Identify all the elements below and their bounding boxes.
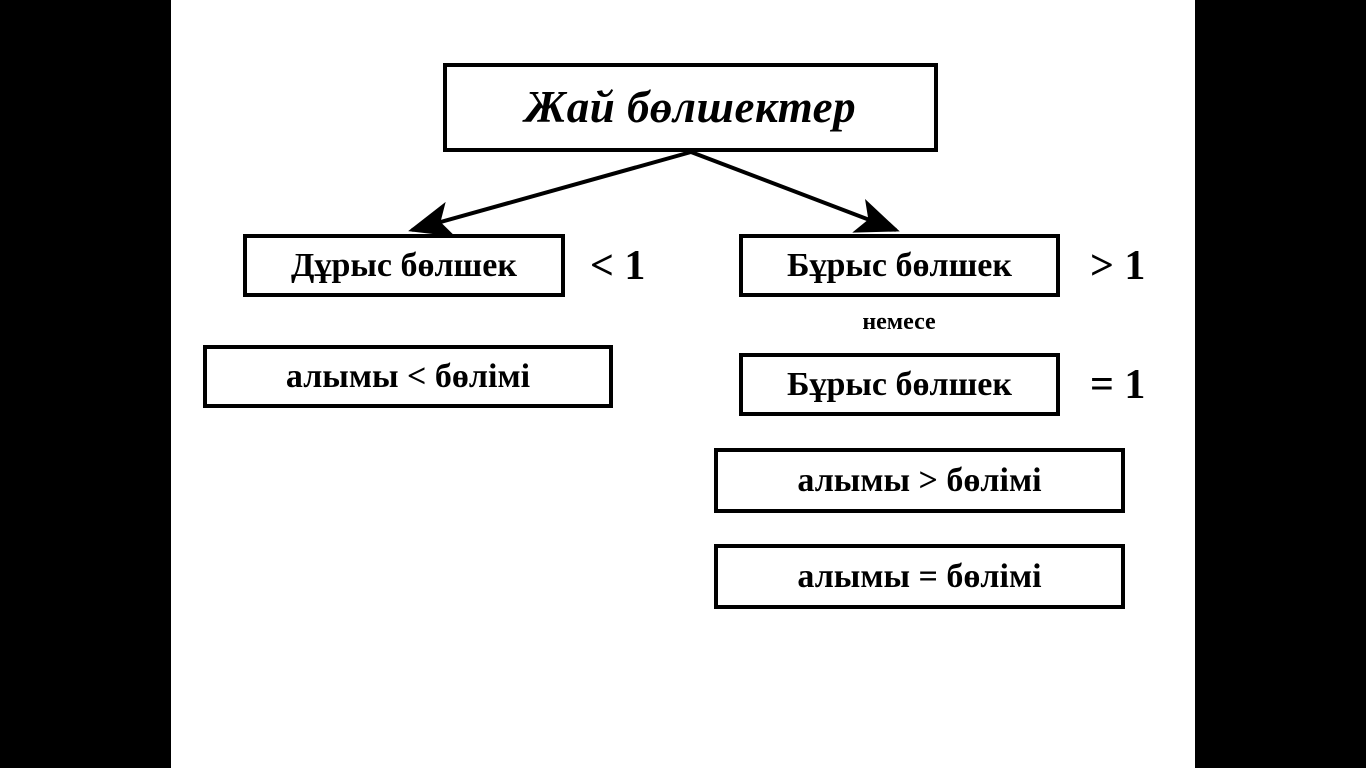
rule-proper-fraction-numerator-lt-denominator: алымы < бөлімі [203,345,613,408]
relation-proper-fraction-lt-one: < 1 [590,240,645,292]
arrow-to-improper-fraction [690,150,900,233]
relation-improper-fraction-eq-one: = 1 [1090,359,1145,411]
relation-improper-fraction-gt-one-text: > 1 [1090,243,1146,289]
relation-improper-fraction-eq-one-text: = 1 [1090,362,1146,408]
connector-label-or: немесе [799,310,999,334]
node-title-common-fractions-label: Жай бөлшектер [524,82,857,132]
node-improper-fraction: Бұрыс бөлшек [739,234,1060,297]
connector-label-or-text: немесе [862,309,936,335]
node-proper-fraction-label: Дұрыс бөлшек [291,246,517,284]
relation-proper-fraction-lt-one-text: < 1 [590,243,646,289]
diagram-canvas: Жай бөлшектер Дұрыс бөлшек < 1 алымы < б… [171,0,1195,768]
node-improper-fraction-equal: Бұрыс бөлшек [739,353,1060,416]
letterbox-bar-left [0,0,171,768]
letterbox-bar-right [1195,0,1366,768]
arrow-to-proper-fraction [408,150,692,237]
rule-improper-fraction-numerator-gt-denominator: алымы > бөлімі [714,448,1125,513]
node-improper-fraction-equal-label: Бұрыс бөлшек [787,365,1012,403]
node-improper-fraction-label: Бұрыс бөлшек [787,246,1012,284]
node-title-common-fractions: Жай бөлшектер [443,63,938,152]
rule-improper-fraction-numerator-gt-denominator-label: алымы > бөлімі [797,461,1042,499]
rule-improper-fraction-numerator-eq-denominator-label: алымы = бөлімі [797,557,1042,595]
rule-proper-fraction-numerator-lt-denominator-label: алымы < бөлімі [285,357,531,395]
rule-improper-fraction-numerator-eq-denominator: алымы = бөлімі [714,544,1125,609]
node-proper-fraction: Дұрыс бөлшек [243,234,565,297]
relation-improper-fraction-gt-one: > 1 [1090,240,1145,292]
